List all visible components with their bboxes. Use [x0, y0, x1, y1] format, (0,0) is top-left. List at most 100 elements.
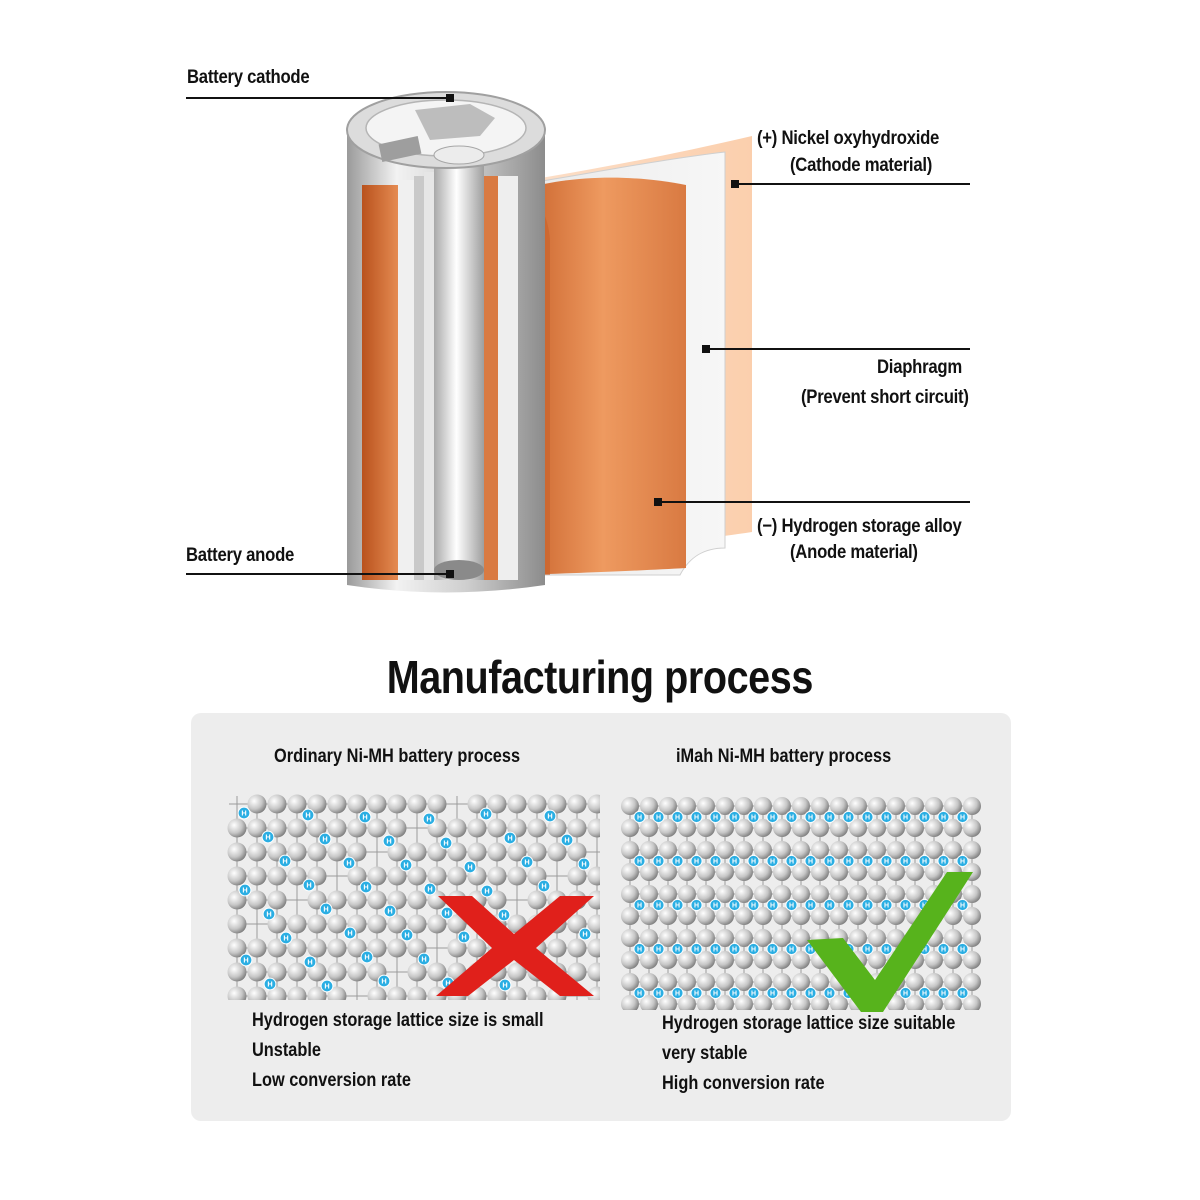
svg-text:H: H: [941, 815, 946, 822]
hydrogen-atom: H: [804, 898, 817, 912]
metal-atom: [811, 885, 829, 903]
svg-text:H: H: [346, 859, 351, 868]
metal-atom: [567, 866, 587, 886]
metal-atom: [716, 819, 734, 837]
hydrogen-atom: H: [937, 986, 950, 1000]
metal-atom: [659, 863, 677, 881]
metal-atom: [587, 986, 600, 1000]
svg-text:H: H: [808, 859, 813, 866]
hydrogen-atom: H: [503, 831, 517, 845]
svg-text:H: H: [243, 956, 248, 965]
metal-atom: [267, 866, 287, 886]
svg-text:H: H: [306, 881, 311, 890]
hydrogen-atom: H: [319, 902, 333, 916]
hydrogen-atom: H: [918, 986, 931, 1000]
metal-atom: [830, 797, 848, 815]
metal-atom: [640, 929, 658, 947]
metal-atom: [267, 938, 287, 958]
metal-atom: [347, 938, 367, 958]
metal-atom: [567, 794, 587, 814]
metal-atom: [427, 866, 447, 886]
hydrogen-atom: H: [360, 950, 374, 964]
metal-atom: [887, 797, 905, 815]
metal-atom: [487, 866, 507, 886]
metal-atom: [347, 818, 367, 838]
metal-atom: [621, 929, 639, 947]
hydrogen-atom: H: [785, 810, 798, 824]
metal-atom: [868, 951, 886, 969]
svg-text:H: H: [789, 815, 794, 822]
svg-text:H: H: [732, 859, 737, 866]
hydrogen-atom: H: [279, 931, 293, 945]
svg-text:H: H: [444, 909, 449, 918]
svg-text:H: H: [426, 815, 431, 824]
imah-process-title: iMah Ni-MH battery process: [676, 746, 892, 767]
svg-text:H: H: [564, 836, 569, 845]
svg-text:H: H: [387, 907, 392, 916]
hydrogen-atom: H: [937, 942, 950, 956]
hydrogen-atom: H: [690, 810, 703, 824]
svg-text:H: H: [694, 903, 699, 910]
hydrogen-atom: H: [302, 878, 316, 892]
hydrogen-atom: H: [747, 942, 760, 956]
metal-atom: [467, 818, 487, 838]
ordinary-bullets: Hydrogen storage lattice size is small U…: [252, 1006, 591, 1096]
metal-atom: [773, 973, 791, 991]
hydrogen-atom: H: [956, 854, 969, 868]
svg-text:H: H: [884, 903, 889, 910]
svg-text:H: H: [751, 859, 756, 866]
metal-atom: [247, 818, 267, 838]
svg-text:H: H: [307, 958, 312, 967]
metal-atom: [906, 819, 924, 837]
hydrogen-atom: H: [709, 942, 722, 956]
metal-atom: [567, 938, 587, 958]
hydrogen-atom: H: [439, 836, 453, 850]
metal-atom: [944, 995, 962, 1010]
metal-atom: [792, 907, 810, 925]
hydrogen-atom: H: [633, 854, 646, 868]
svg-text:H: H: [386, 837, 391, 846]
svg-text:H: H: [547, 812, 552, 821]
metal-atom: [367, 818, 387, 838]
metal-atom: [527, 986, 547, 1000]
metal-atom: [347, 842, 367, 862]
svg-text:H: H: [282, 857, 287, 866]
hydrogen-atom: H: [823, 986, 836, 1000]
metal-atom: [811, 863, 829, 881]
hydrogen-atom: H: [766, 810, 779, 824]
metal-atom: [697, 951, 715, 969]
metal-atom: [963, 951, 981, 969]
svg-text:H: H: [637, 991, 642, 998]
metal-atom: [944, 973, 962, 991]
metal-atom: [587, 818, 600, 838]
metal-atom: [716, 797, 734, 815]
svg-text:H: H: [363, 883, 368, 892]
metal-atom: [944, 951, 962, 969]
metal-atom: [227, 818, 247, 838]
svg-text:H: H: [903, 815, 908, 822]
svg-text:H: H: [637, 859, 642, 866]
metal-atom: [640, 797, 658, 815]
svg-text:H: H: [732, 947, 737, 954]
svg-text:H: H: [694, 991, 699, 998]
hydrogen-atom: H: [343, 926, 357, 940]
metal-atom: [735, 929, 753, 947]
metal-atom: [427, 914, 447, 934]
hydrogen-atom: H: [498, 978, 512, 992]
svg-text:H: H: [713, 815, 718, 822]
svg-text:H: H: [941, 947, 946, 954]
metal-atom: [247, 890, 267, 910]
metal-atom: [407, 986, 427, 1000]
metal-atom: [621, 995, 639, 1010]
metal-atom: [227, 986, 247, 1000]
metal-atom: [697, 819, 715, 837]
metal-atom: [267, 794, 287, 814]
metal-atom: [287, 818, 307, 838]
metal-atom: [735, 797, 753, 815]
metal-atom: [347, 794, 367, 814]
svg-text:H: H: [461, 933, 466, 942]
svg-text:H: H: [808, 947, 813, 954]
metal-atom: [507, 986, 527, 1000]
svg-text:H: H: [675, 991, 680, 998]
metal-atom: [287, 914, 307, 934]
